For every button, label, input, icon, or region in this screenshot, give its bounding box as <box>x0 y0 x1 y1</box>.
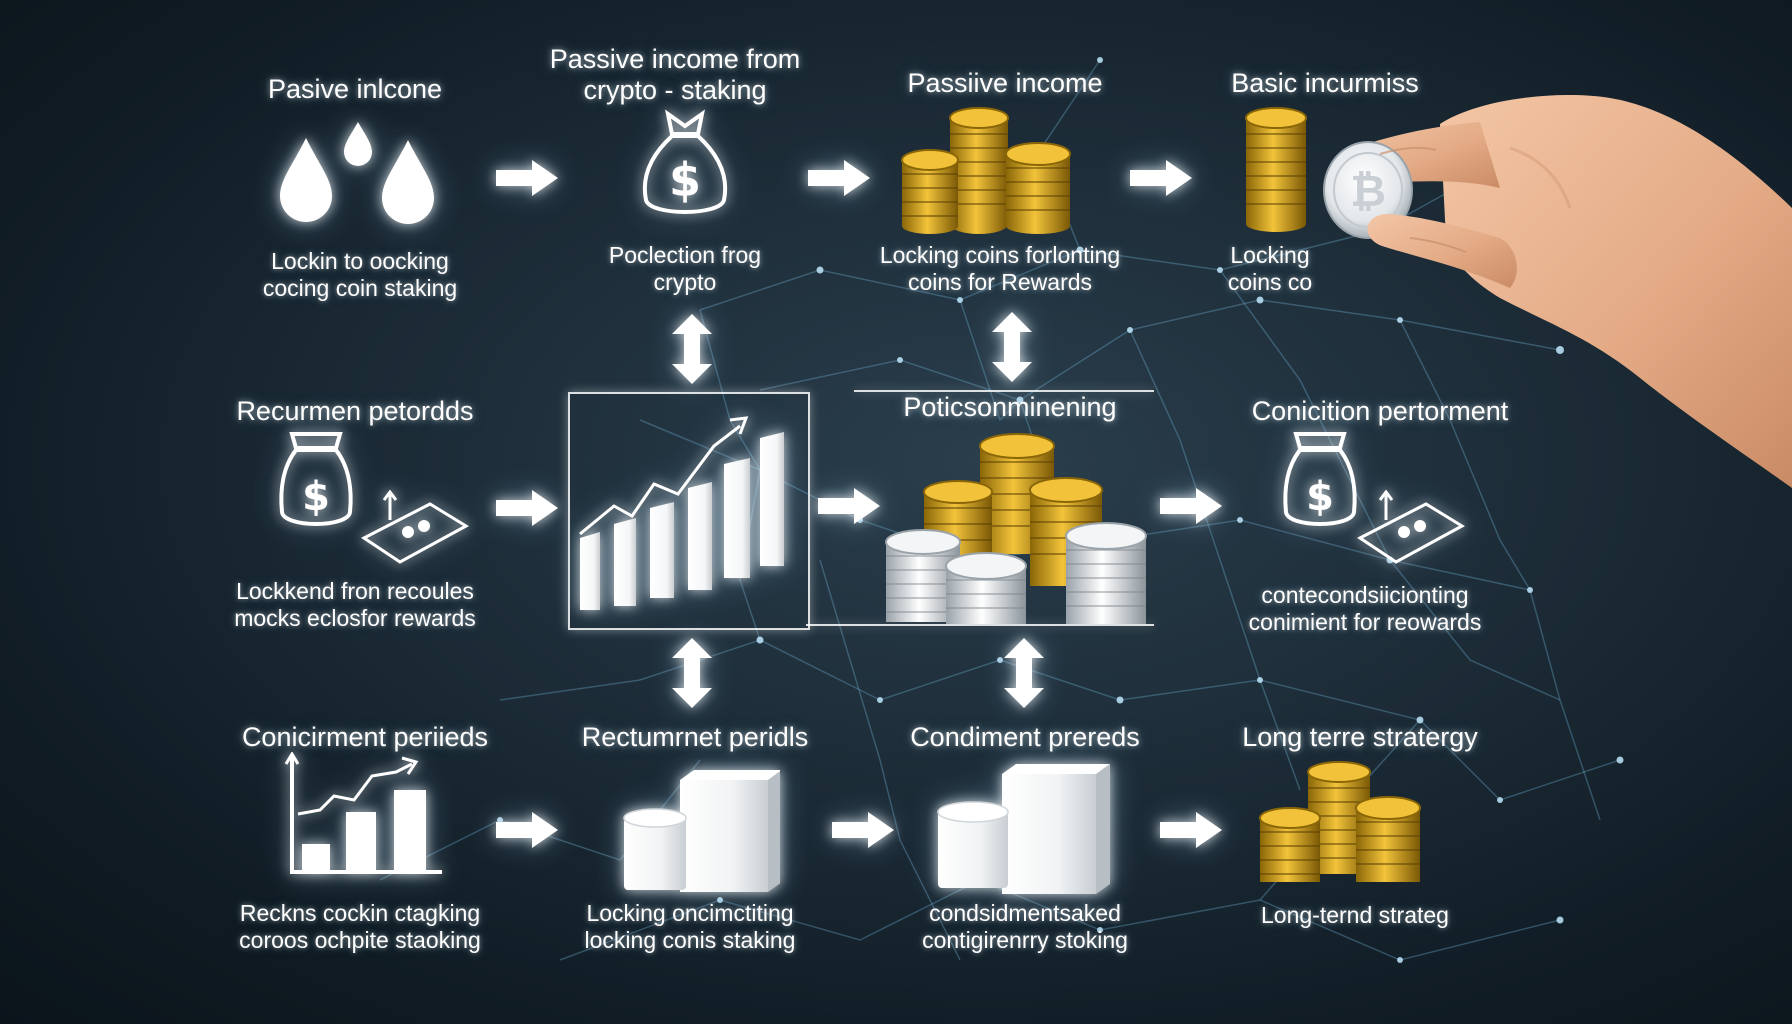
step-title-passive-income: Pasive inlcone <box>267 74 443 104</box>
double-arrow-vertical-icon <box>672 314 712 384</box>
step-title-poticsonminening: Poticsonminening <box>903 392 1117 422</box>
double-arrow-vertical-icon <box>672 638 712 708</box>
money-bag-icon: $ <box>279 432 353 526</box>
step-caption-passive-income-staking: Poclection frog crypto <box>608 242 762 296</box>
step-title-conicirment-periieds: Conicirment periieds <box>241 722 489 752</box>
step-title-passiive-income: Passiive income <box>907 68 1103 98</box>
step-caption-passive-income: Lockin to oocking cocing coin staking <box>262 248 458 302</box>
double-arrow-vertical-icon <box>1004 638 1044 708</box>
center-overline <box>854 390 1154 392</box>
arrow-right-icon <box>496 812 558 848</box>
arrow-right-icon <box>1160 812 1222 848</box>
step-title-rectumrnet-peridls: Rectumrnet peridls <box>581 722 809 752</box>
arrow-right-icon <box>496 490 558 526</box>
gold-coin-stacks-icon <box>1259 761 1421 882</box>
step-title-basic-incurmiss: Basic incurmiss <box>1231 68 1419 98</box>
gold-coin-stack-icon <box>1245 107 1307 232</box>
step-caption-condiment-prereds: condsidmentsaked contigirenrry stoking <box>922 900 1128 954</box>
gold-silver-coin-stacks-icon <box>885 433 1147 624</box>
svg-text:$: $ <box>302 474 330 520</box>
step-caption-conicirment-periieds: Reckns cockin ctagking coroos ochpite st… <box>239 900 481 954</box>
money-bag-icon: $ <box>642 109 728 214</box>
center-underline <box>806 624 1154 626</box>
water-drops-icon <box>280 122 434 224</box>
arrow-right-icon <box>1160 488 1222 524</box>
step-title-conicition-pertorment: Conicition pertorment <box>1251 396 1509 426</box>
step-title-recurmen-petordds: Recurmen petordds <box>236 396 474 426</box>
arrow-right-icon <box>818 488 880 524</box>
svg-text:$: $ <box>1306 474 1334 520</box>
money-bag-icon: $ <box>1283 432 1357 526</box>
center-chart-frame <box>568 392 810 630</box>
step-caption-long-term-strategy: Long-ternd strateg <box>1261 902 1449 928</box>
arrow-right-icon <box>808 160 870 196</box>
step-caption-recurmen-petordds: Lockkend fron recoules mocks eclosfor re… <box>234 578 476 632</box>
step-title-passive-income-staking: Passive income from crypto - staking <box>549 44 801 106</box>
step-caption-rectumrnet-peridls: Locking oncimctiting locking conis staki… <box>584 900 796 954</box>
tablet-card-icon <box>1357 490 1465 564</box>
step-title-long-term-strategy: Long terre stratergy <box>1242 722 1478 752</box>
white-blocks-icon <box>623 770 780 892</box>
bar-growth-chart-icon <box>579 416 784 610</box>
arrow-right-icon <box>496 160 558 196</box>
step-title-condiment-prereds: Condiment prereds <box>910 722 1140 752</box>
white-blocks-icon <box>937 764 1110 894</box>
growth-chart-icon <box>284 752 442 874</box>
gold-coin-stacks-icon <box>901 107 1071 234</box>
hand-holding-coin-icon: ₿ <box>1323 95 1792 488</box>
step-caption-conicition-pertorment: contecondsiicionting conimient for reowa… <box>1248 582 1482 636</box>
svg-text:₿: ₿ <box>1350 166 1386 217</box>
double-arrow-vertical-icon <box>992 312 1032 382</box>
step-caption-passiive-income: Locking coins forlonting coins for Rewar… <box>879 242 1121 296</box>
tablet-card-icon <box>361 490 469 564</box>
arrow-right-icon <box>832 812 894 848</box>
arrow-right-icon <box>1130 160 1192 196</box>
svg-text:$: $ <box>669 153 701 207</box>
step-caption-basic-incurmiss: Locking coins co <box>1227 242 1313 296</box>
